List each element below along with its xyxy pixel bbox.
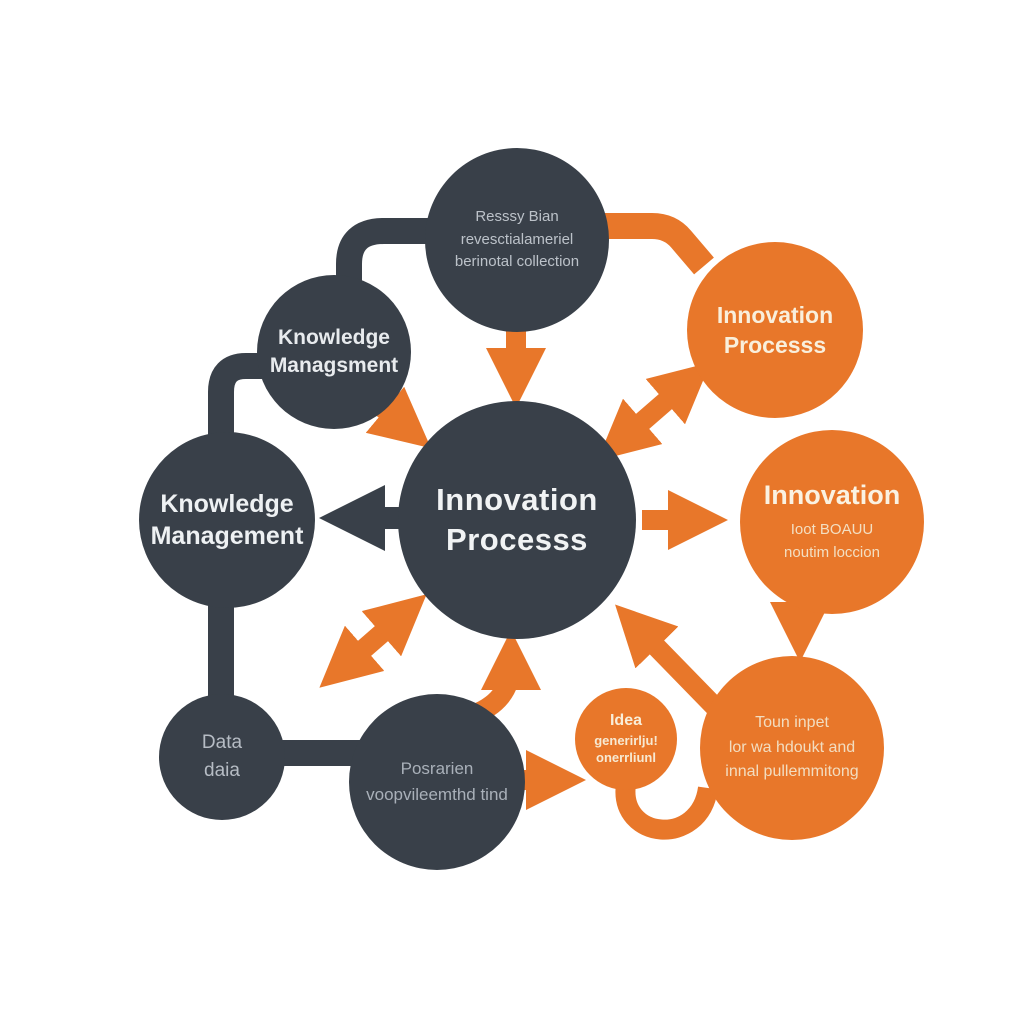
- innovation-right-line1: Ioot BOAUU: [790, 521, 874, 539]
- node-idea-generation: Idea generirlju! onerrliunl: [575, 688, 677, 790]
- innovation-right-line2: noutim loccion: [784, 544, 880, 562]
- connector-research-to-km-small: [336, 218, 436, 295]
- team-input-line1: Toun inpet: [755, 713, 829, 731]
- research-line3: berinotal collection: [454, 253, 580, 271]
- innovation-top-line1: Innovation: [716, 301, 834, 328]
- km-small-line1: Knowledge: [277, 326, 390, 350]
- idea-line1: Idea: [609, 712, 642, 730]
- km-large-line2: Management: [150, 522, 304, 550]
- innovation-top-line2: Processs: [723, 332, 827, 358]
- node-knowledge-management: Knowledge Management: [139, 432, 315, 608]
- connector-idea-to-team-input: [615, 782, 718, 840]
- node-innovation-process-center: Innovation Processs: [398, 401, 636, 639]
- arrow-center-lower-left-bidirectional: [319, 594, 427, 688]
- research-line2: revesctialameriel: [460, 230, 574, 248]
- node-knowledge-managsment: Knowledge Managsment: [257, 275, 411, 429]
- team-input-line2: lor wa hdoukt and: [728, 738, 856, 756]
- process-dev-line2: voopvileemthd tind: [366, 785, 508, 804]
- innovation-right-title: Innovation: [763, 480, 901, 511]
- process-dev-line1: Posrarien: [400, 758, 474, 778]
- connector-research-to-innovation-top: [602, 213, 714, 275]
- arrow-center-innovation-top-bidirectional: [597, 362, 711, 461]
- arrow-team-input-to-center: [615, 604, 722, 713]
- center-line2: Processs: [446, 522, 588, 557]
- node-data: Data daia: [159, 694, 285, 820]
- node-team-input: Toun inpet lor wa hdoukt and innal pulle…: [700, 656, 884, 840]
- node-process-dev: Posrarien voopvileemthd tind: [349, 694, 525, 870]
- node-innovation-right: Innovation Ioot BOAUU noutim loccion: [740, 430, 924, 614]
- node-innovation-process-top-right: Innovation Processs: [687, 242, 863, 418]
- research-line1: Resssy Bian: [475, 208, 559, 226]
- connector-km-small-to-km-large: [208, 353, 266, 450]
- idea-line3: onerrliunl: [596, 750, 656, 766]
- data-line1: Data: [201, 731, 243, 753]
- center-line1: Innovation: [436, 482, 598, 518]
- node-research: Resssy Bian revesctialameriel berinotal …: [425, 148, 609, 332]
- km-small-line2: Managsment: [269, 354, 399, 377]
- km-large-line1: Knowledge: [160, 489, 294, 518]
- idea-line2: generirlju!: [594, 732, 658, 748]
- team-input-line3: innal pullemmitong: [725, 763, 859, 781]
- data-line2: daia: [204, 760, 240, 781]
